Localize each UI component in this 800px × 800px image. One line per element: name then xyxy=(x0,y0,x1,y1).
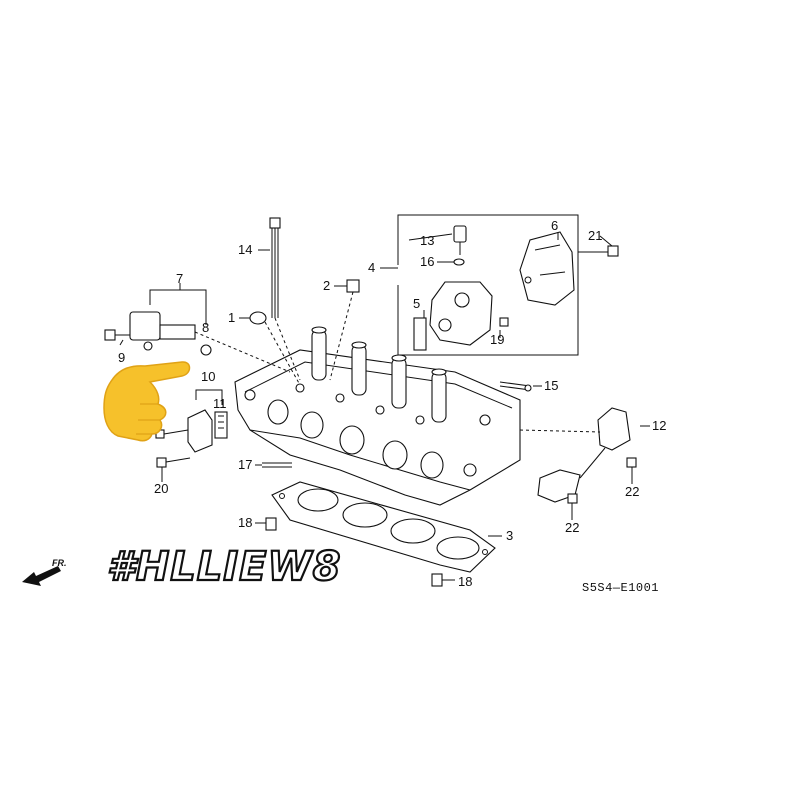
watermark-text: #HLLIEW8 xyxy=(107,544,341,590)
callout-7: 7 xyxy=(176,271,183,286)
diagram-code: S5S4—E1001 xyxy=(582,581,659,595)
front-direction-arrow-icon xyxy=(22,566,61,586)
bolt-19 xyxy=(499,317,509,327)
cylinder-head xyxy=(234,326,521,506)
callout-10: 10 xyxy=(201,369,215,384)
vtc-solenoid xyxy=(413,281,493,351)
bracket-6 xyxy=(519,231,575,306)
o-ring-16 xyxy=(453,258,465,266)
callout-2: 2 xyxy=(323,278,330,293)
dowel-18-right xyxy=(431,573,443,587)
callout-5: 5 xyxy=(413,296,420,311)
callout-8: 8 xyxy=(202,320,209,335)
callout-9: 9 xyxy=(118,350,125,365)
assembly-4-bracket xyxy=(397,214,579,356)
spool-valve xyxy=(129,311,291,373)
bracket-12 xyxy=(537,407,631,503)
bolt-9 xyxy=(104,329,130,341)
callout-22-lower: 22 xyxy=(565,520,579,535)
callout-6: 6 xyxy=(551,218,558,233)
callout-15: 15 xyxy=(544,378,558,393)
callout-18-left: 18 xyxy=(238,515,252,530)
callout-21: 21 xyxy=(588,228,602,243)
callout-16: 16 xyxy=(420,254,434,269)
callout-1: 1 xyxy=(228,310,235,325)
callout-3: 3 xyxy=(506,528,513,543)
callout-4: 4 xyxy=(368,260,375,275)
o-ring-8 xyxy=(200,344,212,356)
bolt-20 xyxy=(156,457,191,478)
sensor-13 xyxy=(453,225,467,255)
stud-15 xyxy=(499,381,532,392)
bracket-7 xyxy=(149,289,207,325)
callout-11: 11 xyxy=(213,396,227,411)
stud-17 xyxy=(262,462,292,468)
callout-17: 17 xyxy=(238,457,252,472)
filter-bracket xyxy=(187,409,228,453)
callout-19: 19 xyxy=(490,332,504,347)
bolt-22-upper xyxy=(626,457,637,480)
callout-13: 13 xyxy=(420,233,434,248)
direction-label: FR. xyxy=(52,558,67,568)
callout-12: 12 xyxy=(652,418,666,433)
head-gasket xyxy=(271,481,496,573)
callout-22-upper: 22 xyxy=(625,484,639,499)
callout-20: 20 xyxy=(154,481,168,496)
bolt-10 xyxy=(155,429,189,439)
sealing-plug xyxy=(249,311,267,325)
bolt-21 xyxy=(578,245,619,257)
bolt-22-lower xyxy=(567,493,578,516)
bracket-10 xyxy=(195,389,223,405)
callout-14: 14 xyxy=(238,242,252,257)
callout-18-right: 18 xyxy=(458,574,472,589)
pointing-hand-icon xyxy=(103,361,191,442)
dowel-pin xyxy=(346,279,360,293)
head-bolt xyxy=(269,217,301,381)
dowel-18-left xyxy=(265,517,277,531)
